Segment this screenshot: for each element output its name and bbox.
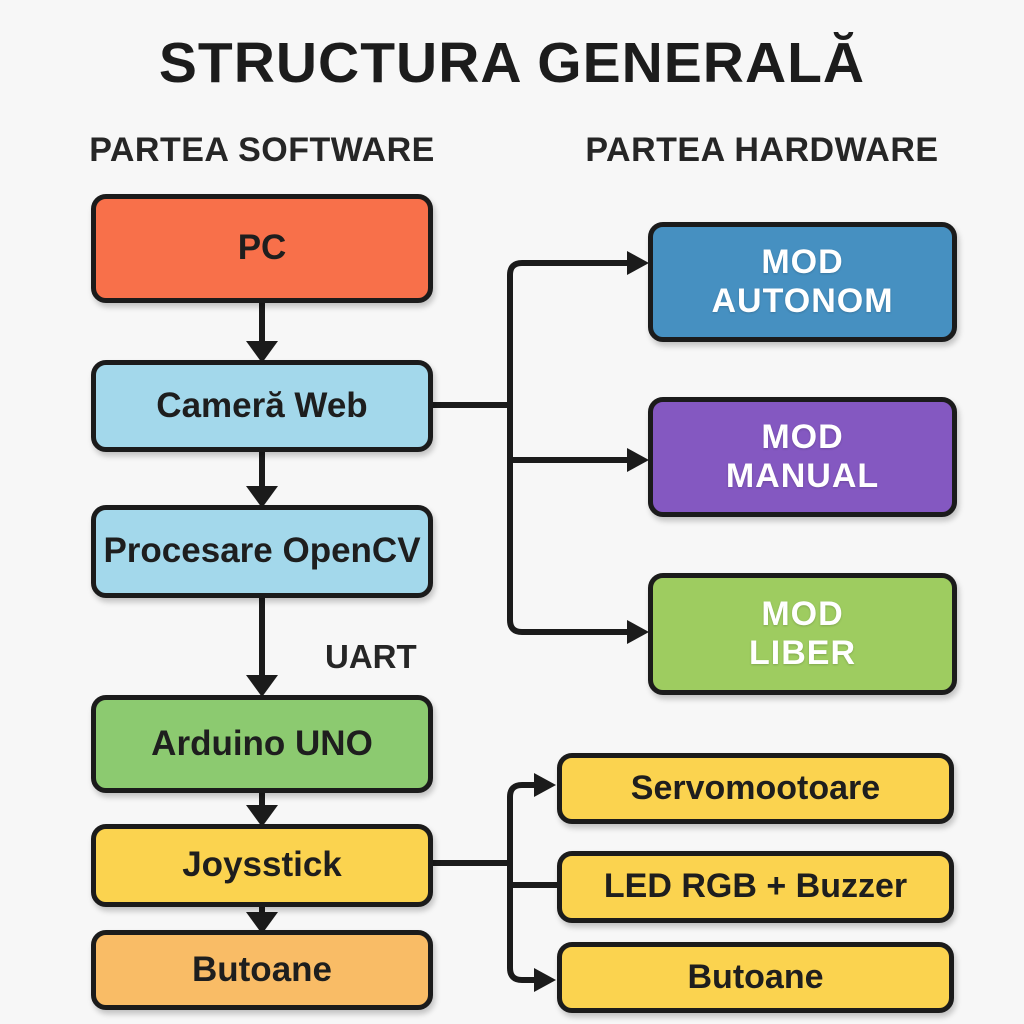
- edge-joysstick-outputs: [433, 773, 560, 992]
- node-arduino-uno: Arduino UNO: [91, 695, 433, 793]
- node-servomootoare: Servomootoare: [557, 753, 954, 824]
- edge-arduino-uno-joysstick: [246, 790, 278, 827]
- page-title: STRUCTURA GENERALĂ: [158, 31, 866, 95]
- edge-label-uart: UART: [325, 638, 417, 675]
- node-pc: PC: [91, 194, 433, 303]
- node-mod-liber: MOD LIBER: [648, 573, 957, 695]
- edge-camera-web-modes: [433, 251, 649, 644]
- node-camera-web: Cameră Web: [91, 360, 433, 452]
- section-heading-hardware: PARTEA HARDWARE: [585, 131, 939, 169]
- node-joysstick: Joysstick: [91, 824, 433, 907]
- node-label: Butoane: [192, 949, 332, 989]
- node-label: MOD AUTONOM: [711, 242, 894, 320]
- node-label: Procesare OpenCV: [103, 531, 421, 571]
- node-butoane-software: Butoane: [91, 930, 433, 1010]
- node-led-rgb-buzzer: LED RGB + Buzzer: [557, 851, 954, 923]
- edge-pc-camera-web: [246, 300, 278, 363]
- node-label: MOD LIBER: [749, 594, 856, 672]
- edge-camera-web-procesare-opencv: [246, 449, 278, 508]
- node-label: MOD MANUAL: [725, 417, 880, 495]
- node-mod-manual: MOD MANUAL: [648, 397, 957, 517]
- node-label: Arduino UNO: [151, 723, 373, 763]
- edge-procesare-opencv-arduino-uno: [246, 596, 278, 697]
- node-label: Servomootoare: [630, 768, 881, 807]
- node-mod-autonom: MOD AUTONOM: [648, 222, 957, 342]
- node-butoane-hardware: Butoane: [557, 942, 954, 1013]
- node-label: Butoane: [687, 957, 824, 996]
- node-procesare-opencv: Procesare OpenCV: [91, 505, 433, 598]
- node-label: PC: [237, 228, 287, 268]
- node-label: LED RGB + Buzzer: [603, 867, 908, 906]
- section-heading-software: PARTEA SOFTWARE: [89, 131, 435, 169]
- node-label: Joysstick: [182, 845, 342, 885]
- node-label: Cameră Web: [156, 385, 368, 425]
